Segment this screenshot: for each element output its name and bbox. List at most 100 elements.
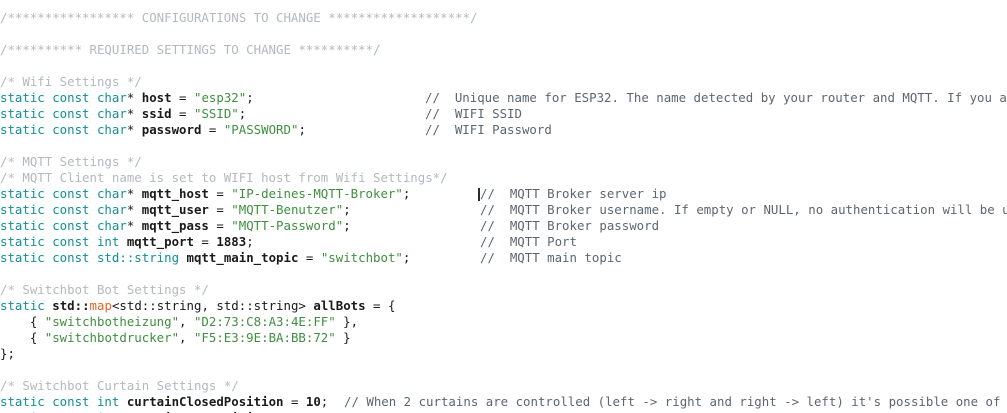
code-token-plain: , xyxy=(179,314,194,329)
code-token-blockcomment: /********** REQUIRED SETTINGS TO CHANGE … xyxy=(0,42,381,57)
code-token-blockcomment: /***************** CONFIGURATIONS TO CHA… xyxy=(0,10,478,25)
code-token-plain: = xyxy=(171,90,194,105)
code-line[interactable]: static const char* mqtt_pass = "MQTT-Pas… xyxy=(0,218,1007,234)
code-line[interactable]: static const char* mqtt_host = "IP-deine… xyxy=(0,186,1007,202)
code-token-plain: ; xyxy=(402,250,411,265)
code-token-num: 10 xyxy=(305,394,321,409)
code-line[interactable]: static const std::string mqtt_main_topic… xyxy=(0,250,1007,266)
code-line[interactable] xyxy=(0,58,1007,74)
code-token-str: "MQTT-Password" xyxy=(231,218,344,233)
code-token-str: "SSID" xyxy=(193,106,239,121)
code-line[interactable] xyxy=(0,266,1007,282)
trailing-line-comment: // WIFI SSID xyxy=(425,106,522,121)
code-token-ident: ssid xyxy=(141,106,172,121)
text-caret xyxy=(478,188,480,201)
trailing-line-comment: // MQTT main topic xyxy=(480,250,622,265)
code-token-ident: mqtt_main_topic xyxy=(186,250,299,265)
code-token-plain: = { xyxy=(365,298,396,313)
code-token-plain: = xyxy=(208,218,232,233)
code-token-str: "switchbotheizung" xyxy=(44,314,180,329)
code-token-str: "IP-deines-MQTT-Broker" xyxy=(231,186,403,201)
code-token-num: 1883 xyxy=(216,234,247,249)
code-token-plain: ; xyxy=(320,394,329,409)
code-token-kw: static const int xyxy=(0,410,119,413)
code-line[interactable]: static const int curtainOpenPosition = 1… xyxy=(0,410,1007,413)
code-token-plain: }, xyxy=(335,314,359,329)
code-line[interactable]: static const char* ssid = "SSID";// WIFI… xyxy=(0,106,1007,122)
code-token-str: "D2:73:C8:A3:4E:FF" xyxy=(193,314,336,329)
code-token-plain: = xyxy=(193,234,217,249)
code-line[interactable]: { "switchbotdrucker", "F5:E3:9E:BA:BB:72… xyxy=(0,330,1007,346)
code-token-kw: static const int xyxy=(0,394,120,409)
code-token-plain: ; xyxy=(298,122,306,137)
code-token-kw: static const char xyxy=(0,202,127,217)
code-token-plain: } xyxy=(335,330,351,345)
code-token-plain: * xyxy=(126,90,142,105)
code-line[interactable]: static const char* password = "PASSWORD"… xyxy=(0,122,1007,138)
code-line[interactable] xyxy=(0,362,1007,378)
code-token-ident: curtainOpenPosition xyxy=(127,410,269,413)
trailing-line-comment: // MQTT Broker server ip xyxy=(480,186,667,201)
trailing-line-comment: // MQTT Broker username. If empty or NUL… xyxy=(480,202,1007,217)
code-line[interactable]: static const char* mqtt_user = "MQTT-Ben… xyxy=(0,202,1007,218)
code-token-plain: ; xyxy=(313,410,320,413)
code-token-ident: std:: xyxy=(52,298,90,313)
code-token-plain: = xyxy=(208,186,232,201)
code-line[interactable] xyxy=(0,26,1007,42)
code-token-kw: static const char xyxy=(0,122,127,137)
code-token-ident: host xyxy=(141,90,172,105)
code-token-str: "F5:E3:9E:BA:BB:72" xyxy=(193,330,336,345)
code-line[interactable]: /********** REQUIRED SETTINGS TO CHANGE … xyxy=(0,42,1007,58)
trailing-line-comment: // MQTT Port xyxy=(480,234,577,249)
code-line[interactable]: /***************** CONFIGURATIONS TO CHA… xyxy=(0,10,1007,26)
trailing-line-comment: // Unique name for ESP32. The name detec… xyxy=(425,90,1007,105)
code-token-plain: = xyxy=(269,410,291,413)
code-token-plain: ; xyxy=(246,234,254,249)
code-line[interactable]: static std::map<std::string, std::string… xyxy=(0,298,1007,314)
code-line[interactable]: static const int mqtt_port = 1883;// MQT… xyxy=(0,234,1007,250)
code-token-plain: = xyxy=(298,250,321,265)
code-line[interactable] xyxy=(0,138,1007,154)
code-line[interactable]: static const int curtainClosedPosition =… xyxy=(0,394,1007,410)
code-token-blockcomment: /* MQTT Client name is set to WIFI host … xyxy=(0,170,448,185)
code-token-plain: = xyxy=(171,106,194,121)
code-line[interactable]: /* Switchbot Curtain Settings */ xyxy=(0,378,1007,394)
code-token-str: "switchbotdrucker" xyxy=(44,330,180,345)
code-token-plain: = xyxy=(201,122,224,137)
code-token-plain: { xyxy=(0,330,45,345)
code-token-plain: { xyxy=(0,314,45,329)
code-token-type: map xyxy=(89,298,112,313)
code-token-blockcomment: /* Switchbot Curtain Settings */ xyxy=(0,378,239,393)
code-token-kw: static const char xyxy=(0,106,127,121)
code-line[interactable]: { "switchbotheizung", "D2:73:C8:A3:4E:FF… xyxy=(0,314,1007,330)
code-token-kw: static xyxy=(0,298,45,313)
code-token-ident: mqtt_host xyxy=(141,186,209,201)
code-line[interactable]: /* MQTT Client name is set to WIFI host … xyxy=(0,170,1007,186)
code-token-plain: * xyxy=(126,202,142,217)
code-token-ident: mqtt_pass xyxy=(141,218,209,233)
code-line[interactable]: /* Switchbot Bot Settings */ xyxy=(0,282,1007,298)
code-token-str: "MQTT-Benutzer" xyxy=(231,202,344,217)
code-line[interactable]: /* Wifi Settings */ xyxy=(0,74,1007,90)
code-token-plain: ; xyxy=(246,90,254,105)
trailing-line-comment: // When 2 curtains are controlled (left … xyxy=(344,394,1007,409)
code-line[interactable]: /* MQTT Settings */ xyxy=(0,154,1007,170)
code-token-str: "esp32" xyxy=(193,90,247,105)
code-line[interactable]: static const char* host = "esp32";// Uni… xyxy=(0,90,1007,106)
code-token-str: "PASSWORD" xyxy=(223,122,299,137)
code-token-plain: * xyxy=(126,106,142,121)
code-token-plain: ; xyxy=(343,218,351,233)
code-token-plain xyxy=(119,234,126,249)
code-token-kw: static const std::string xyxy=(0,250,180,265)
code-token-plain: = xyxy=(208,202,232,217)
code-token-blockcomment: /* Wifi Settings */ xyxy=(0,74,142,89)
code-token-plain: }; xyxy=(0,346,15,361)
code-token-plain xyxy=(179,250,186,265)
code-token-ident: mqtt_user xyxy=(141,202,209,217)
code-token-plain xyxy=(119,394,126,409)
code-token-num: 110 xyxy=(291,410,313,413)
code-token-plain: * xyxy=(126,186,142,201)
code-line[interactable]: }; xyxy=(0,346,1007,362)
code-token-kw: static const char xyxy=(0,186,127,201)
